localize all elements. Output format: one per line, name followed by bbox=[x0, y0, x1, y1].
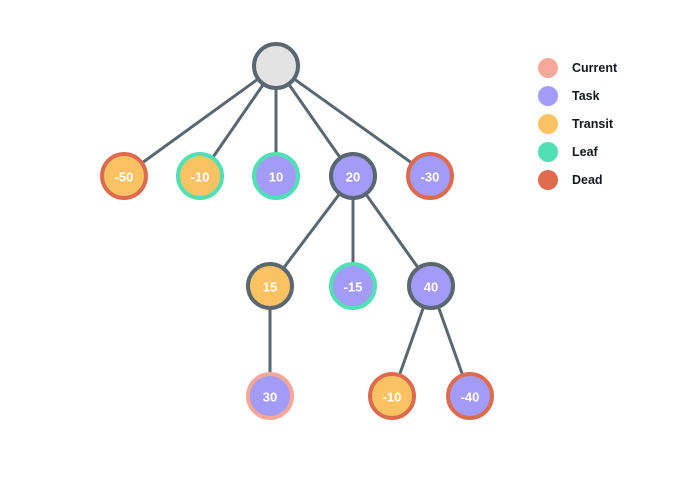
tree-node[interactable]: -40 bbox=[446, 372, 494, 420]
node-circle[interactable] bbox=[368, 372, 416, 420]
tree-edge bbox=[211, 82, 265, 160]
legend-swatch-icon bbox=[538, 142, 558, 162]
tree-edge bbox=[397, 305, 426, 377]
legend-label: Task bbox=[572, 89, 600, 103]
legend-item[interactable]: Dead bbox=[538, 166, 678, 194]
tree-edge bbox=[364, 192, 420, 270]
legend-label: Leaf bbox=[572, 145, 598, 159]
node-circle[interactable] bbox=[176, 152, 224, 200]
legend-item[interactable]: Transit bbox=[538, 110, 678, 138]
legend-swatch-icon bbox=[538, 170, 558, 190]
legend-item[interactable]: Leaf bbox=[538, 138, 678, 166]
tree-edge bbox=[140, 77, 260, 165]
tree-edge bbox=[287, 82, 342, 160]
tree-node[interactable]: -30 bbox=[406, 152, 454, 200]
tree-node[interactable]: 20 bbox=[329, 152, 377, 200]
tree-edge bbox=[436, 305, 465, 377]
node-circle[interactable] bbox=[406, 152, 454, 200]
nodes-layer: -50 -10 10 20 -30 15 -15 40 30 -10 -40 bbox=[100, 42, 494, 420]
legend-item[interactable]: Task bbox=[538, 82, 678, 110]
legend-swatch-icon bbox=[538, 114, 558, 134]
legend-item[interactable]: Current bbox=[538, 54, 678, 82]
node-circle[interactable] bbox=[246, 372, 294, 420]
tree-node[interactable] bbox=[252, 42, 300, 90]
legend-swatch-icon bbox=[538, 58, 558, 78]
node-circle[interactable] bbox=[252, 152, 300, 200]
tree-node[interactable]: -15 bbox=[329, 262, 377, 310]
tree-node[interactable]: -10 bbox=[368, 372, 416, 420]
edges-layer bbox=[140, 77, 465, 377]
legend-label: Dead bbox=[572, 173, 603, 187]
tree-node[interactable]: 10 bbox=[252, 152, 300, 200]
legend-label: Current bbox=[572, 61, 618, 75]
node-circle[interactable] bbox=[100, 152, 148, 200]
tree-edge bbox=[281, 192, 342, 270]
node-circle[interactable] bbox=[407, 262, 455, 310]
tree-node[interactable]: 30 bbox=[246, 372, 294, 420]
node-circle[interactable] bbox=[329, 152, 377, 200]
tree-node[interactable]: -10 bbox=[176, 152, 224, 200]
legend-swatch-icon bbox=[538, 86, 558, 106]
tree-node[interactable]: -50 bbox=[100, 152, 148, 200]
node-circle[interactable] bbox=[329, 262, 377, 310]
node-circle[interactable] bbox=[252, 42, 300, 90]
tree-node[interactable]: 15 bbox=[246, 262, 294, 310]
legend-label: Transit bbox=[572, 117, 613, 131]
tree-node[interactable]: 40 bbox=[407, 262, 455, 310]
tree-edge bbox=[292, 77, 414, 165]
node-circle[interactable] bbox=[446, 372, 494, 420]
node-circle[interactable] bbox=[246, 262, 294, 310]
